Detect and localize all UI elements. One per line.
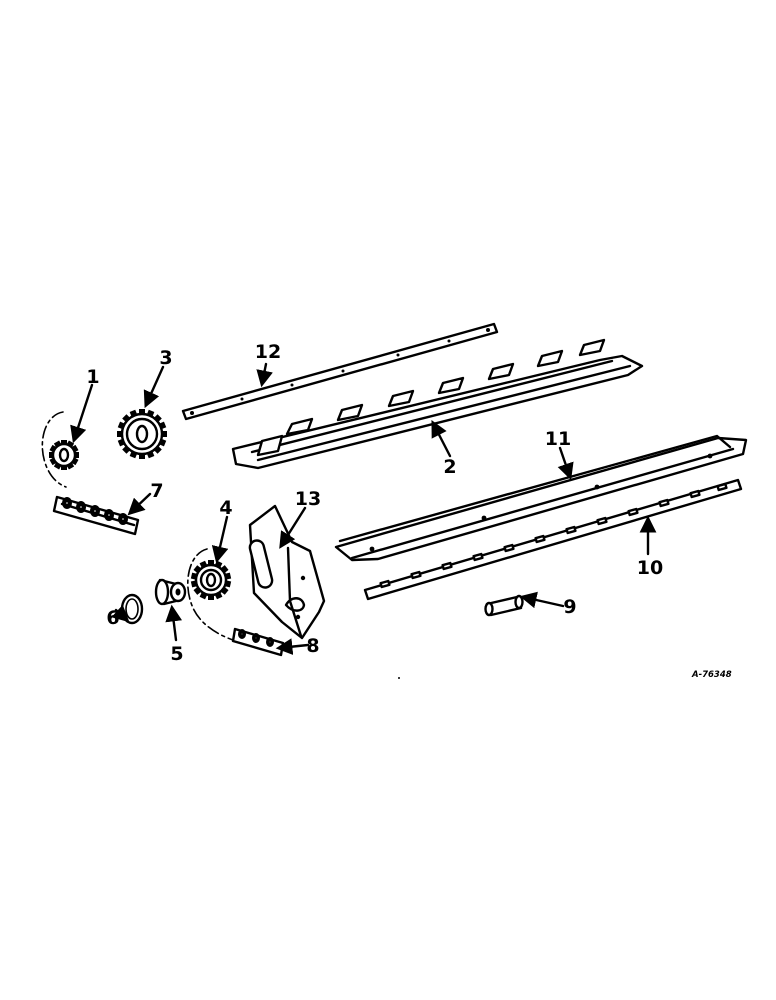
- callout-7: 7: [150, 480, 163, 502]
- leader-6: [111, 604, 130, 623]
- roller-chain-part-7: [52, 495, 140, 536]
- leader-3: [143, 365, 165, 409]
- large-sprocket-part-3: [117, 409, 167, 459]
- pin-part-9: [484, 594, 524, 617]
- angle-rail-part-11: [334, 434, 748, 562]
- leader-13: [279, 506, 307, 549]
- paddle-channel-part-2: [231, 338, 644, 470]
- callout-13: 13: [295, 488, 321, 510]
- callout-labels: 1 2 3 4 5 6 7 8 9 10 11 12 13: [86, 341, 663, 665]
- leader-12: [256, 362, 273, 388]
- leader-5: [165, 604, 183, 642]
- leader-11: [557, 446, 574, 481]
- callout-5: 5: [170, 643, 183, 665]
- leader-2: [431, 420, 452, 458]
- leader-lines: [70, 362, 657, 655]
- leader-7: [127, 492, 152, 516]
- callout-11: 11: [545, 428, 571, 450]
- leader-9: [519, 591, 565, 609]
- sprocket-part-4: [187, 548, 237, 642]
- callout-1: 1: [86, 366, 99, 388]
- leader-1: [70, 383, 94, 444]
- bracket-plate-part-13: [248, 504, 326, 640]
- callout-6: 6: [106, 607, 119, 629]
- callout-9: 9: [563, 596, 576, 618]
- strip-part-12: [181, 322, 499, 421]
- leader-8: [275, 638, 310, 655]
- small-sprocket-part-1: [41, 411, 79, 488]
- drawing-reference-code: A-76348: [691, 670, 732, 680]
- callout-10: 10: [637, 557, 663, 579]
- leader-4: [211, 515, 229, 564]
- callout-2: 2: [443, 456, 456, 478]
- callout-4: 4: [219, 497, 232, 519]
- chain-link-part-8: [231, 627, 285, 657]
- callout-12: 12: [255, 341, 281, 363]
- callout-3: 3: [159, 347, 172, 369]
- hub-part-5: [154, 578, 187, 606]
- callout-8: 8: [306, 635, 319, 657]
- stray-dot: [398, 677, 400, 679]
- slotted-bar-part-10: [363, 478, 743, 601]
